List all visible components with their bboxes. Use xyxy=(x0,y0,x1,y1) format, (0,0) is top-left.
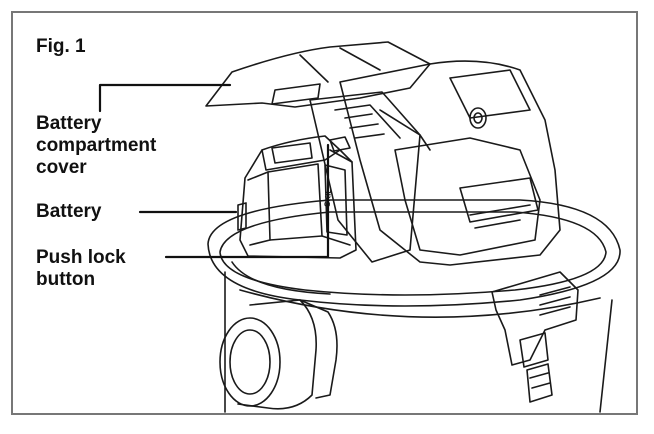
vacuum-drum xyxy=(224,271,613,413)
callout-compartment-cover: Battery compartment cover xyxy=(36,113,156,179)
callout-battery: Battery xyxy=(36,201,102,222)
motor-head xyxy=(339,60,561,266)
leader-lines xyxy=(98,83,330,259)
callout-push-lock-button: Push lock button xyxy=(36,247,126,291)
figure-title: Fig. 1 xyxy=(36,36,86,57)
push-lock-button xyxy=(329,136,351,152)
compartment-cover xyxy=(205,41,431,108)
callout-cover-line2: compartment xyxy=(36,135,157,156)
battery-compartment xyxy=(309,91,421,263)
battery-pack xyxy=(237,135,357,259)
callout-push-line2: button xyxy=(36,269,96,290)
callout-cover-line1: Battery xyxy=(36,113,102,134)
drum-rim xyxy=(207,199,621,307)
side-latch xyxy=(491,271,579,403)
callout-cover-line3: cover xyxy=(36,157,87,178)
hose-inlet xyxy=(219,299,338,410)
cover-leader xyxy=(98,83,232,113)
callout-push-line1: Push lock xyxy=(36,247,126,268)
push-leader xyxy=(164,143,330,259)
